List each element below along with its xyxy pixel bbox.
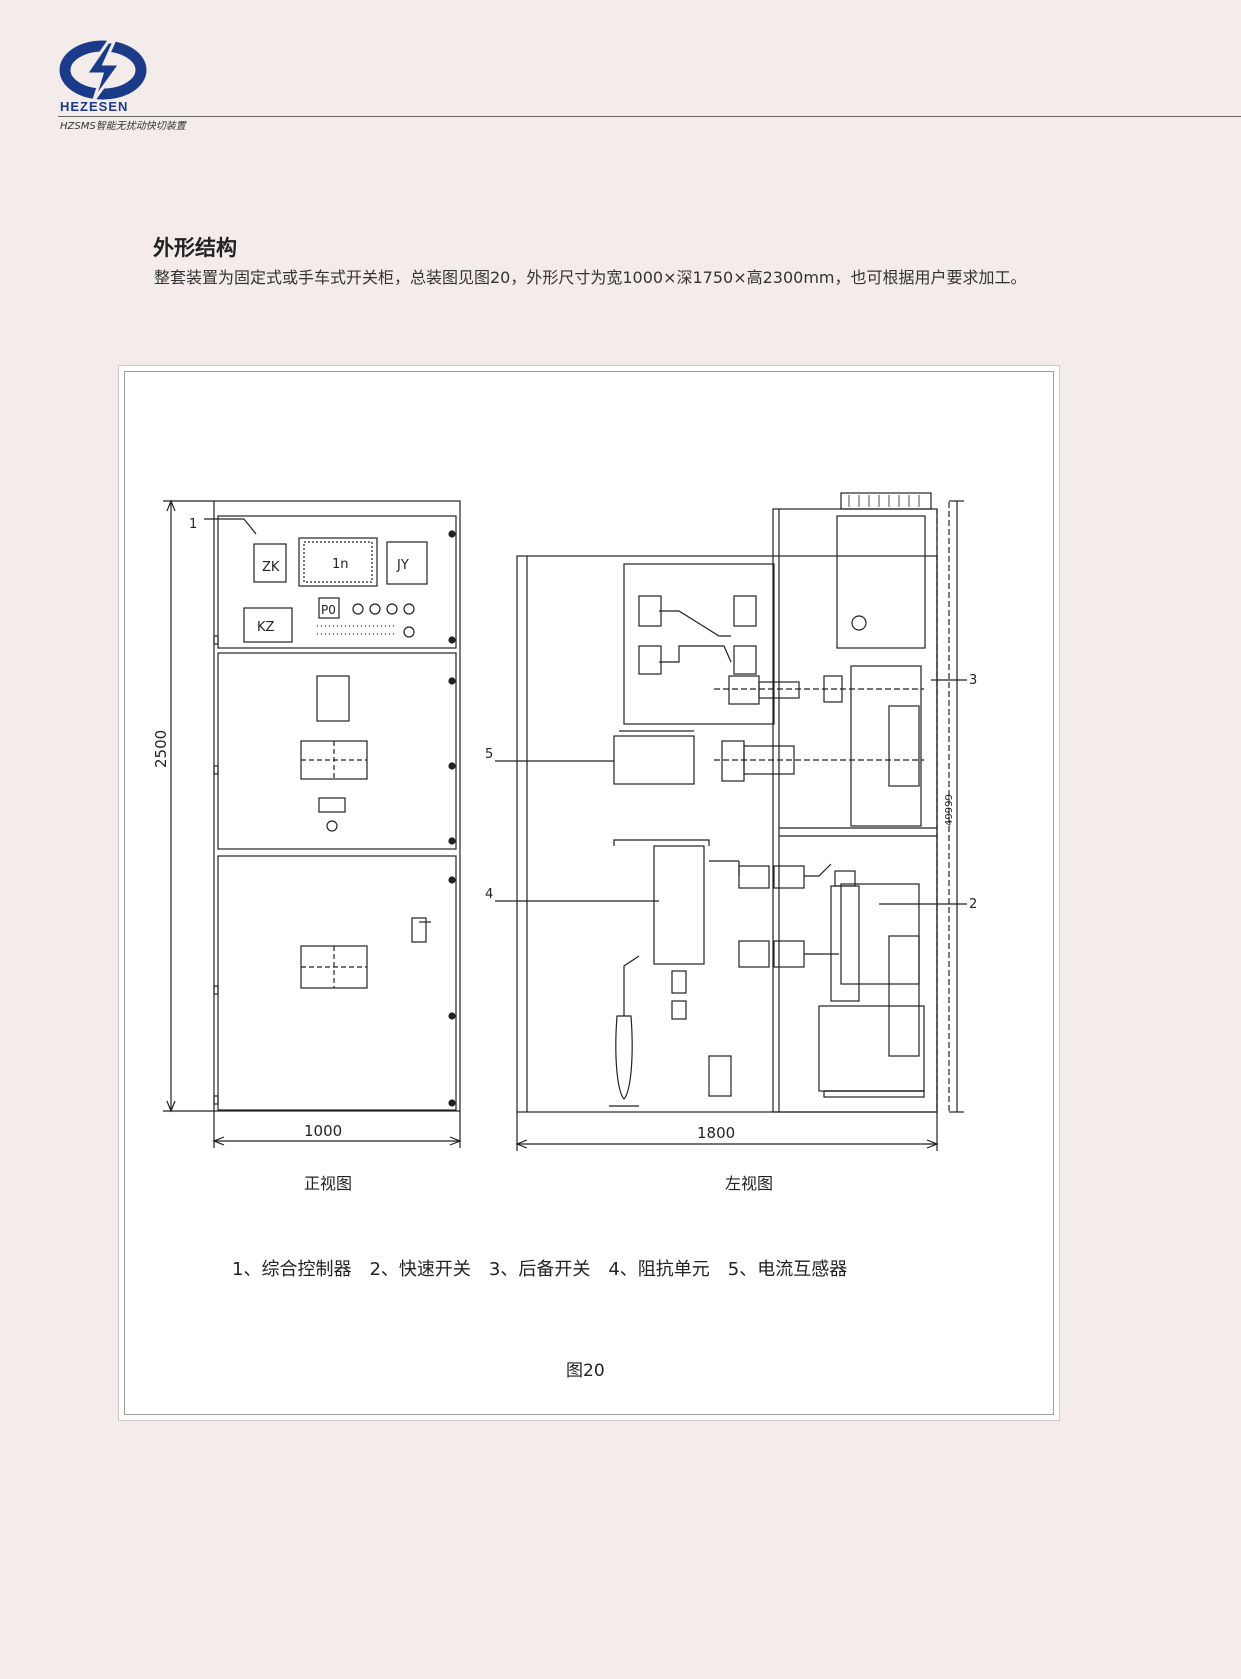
callout-5: 5 [485, 747, 493, 762]
dim-width-side: 1800 [697, 1124, 735, 1142]
figure-frame: 1 ZK 1n JY KZ P0 2500 1000 1800 49999 3 … [118, 365, 1060, 1421]
callout-2: 2 [969, 897, 977, 912]
callout-1: 1 [189, 517, 197, 532]
panel-label-jy: JY [396, 558, 409, 573]
front-view-caption: 正视图 [304, 1174, 352, 1193]
dim-height-front: 2500 [152, 730, 170, 768]
panel-label-1n: 1n [332, 557, 349, 572]
dim-height-side: 49999 [944, 794, 955, 826]
section-body: 整套装置为固定式或手车式开关柜，总装图见图20，外形尺寸为宽1000×深1750… [154, 268, 1027, 287]
callout-3: 3 [969, 673, 977, 688]
front-view-drawing [163, 499, 462, 1148]
callout-4: 4 [485, 887, 493, 902]
header-divider [58, 116, 1241, 117]
panel-label-kz: KZ [257, 620, 275, 635]
side-view-drawing [495, 492, 967, 1151]
assembly-drawing: 1 ZK 1n JY KZ P0 2500 1000 1800 49999 3 … [152, 492, 977, 1381]
section-title: 外形结构 [153, 236, 237, 260]
figure-inner-border [124, 371, 1054, 1415]
hezesen-logo [59, 40, 147, 101]
panel-label-p0: P0 [321, 603, 336, 617]
product-subtitle: HZSMS智能无扰动快切装置 [60, 121, 186, 132]
brand-name: HEZESEN [60, 99, 129, 114]
figure-legend: 1、综合控制器 2、快速开关 3、后备开关 4、阻抗单元 5、电流互感器 [232, 1259, 847, 1280]
panel-label-zk: ZK [262, 560, 280, 575]
dim-width-front: 1000 [304, 1122, 342, 1140]
figure-caption: 图20 [566, 1361, 605, 1381]
side-view-caption: 左视图 [725, 1174, 773, 1193]
